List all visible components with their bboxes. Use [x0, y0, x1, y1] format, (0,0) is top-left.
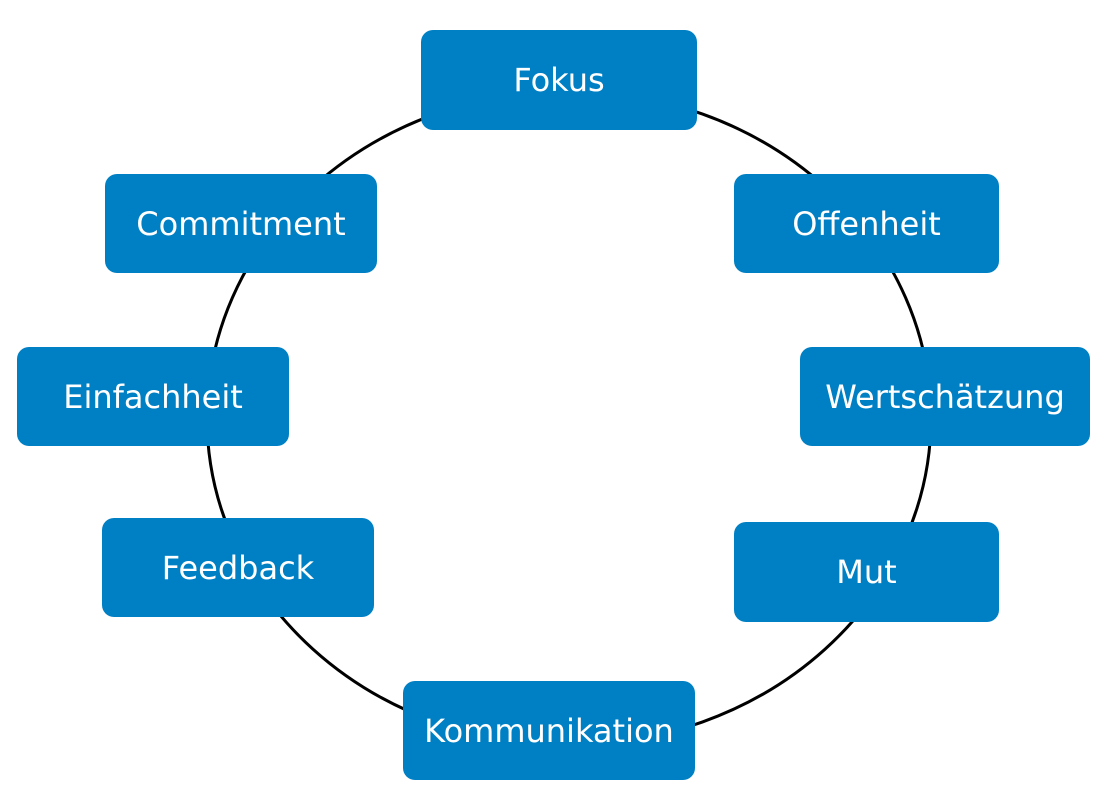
node-wertschaetzung: Wertschätzung [800, 347, 1090, 446]
node-label-wertschaetzung: Wertschätzung [825, 377, 1065, 416]
node-label-feedback: Feedback [161, 548, 315, 587]
node-offenheit: Offenheit [734, 174, 999, 273]
node-fokus: Fokus [421, 30, 697, 130]
node-label-kommunikation: Kommunikation [424, 711, 674, 750]
node-label-commitment: Commitment [136, 204, 346, 243]
node-label-einfachheit: Einfachheit [63, 377, 243, 416]
node-commitment: Commitment [105, 174, 377, 273]
node-label-fokus: Fokus [513, 61, 605, 99]
node-label-mut: Mut [836, 553, 897, 591]
node-kommunikation: Kommunikation [403, 681, 695, 780]
node-mut: Mut [734, 522, 999, 622]
node-einfachheit: Einfachheit [17, 347, 289, 446]
node-feedback: Feedback [102, 518, 374, 617]
node-label-offenheit: Offenheit [792, 204, 941, 243]
